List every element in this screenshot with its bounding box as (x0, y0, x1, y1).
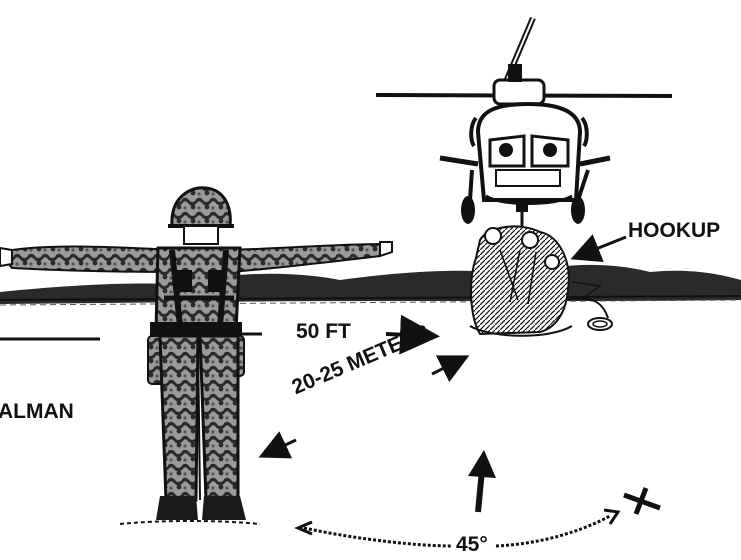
distance-ft-label: 50 FT (296, 320, 351, 343)
landing-point-marker (623, 487, 661, 515)
fifty-ft-arrow (385, 314, 440, 355)
approach-arrow (468, 450, 496, 513)
signalman-label: ALMAN (0, 400, 74, 423)
angle-arc (294, 508, 621, 548)
signalman (0, 186, 393, 525)
ground-line (0, 332, 262, 341)
helicopter (375, 16, 673, 230)
hookup-team (469, 225, 613, 337)
hookup-label: HOOKUP (628, 219, 721, 242)
hookup-arrow (570, 234, 627, 263)
meters-dimension-arrow (258, 355, 470, 459)
angle-label: 45° (456, 533, 488, 556)
